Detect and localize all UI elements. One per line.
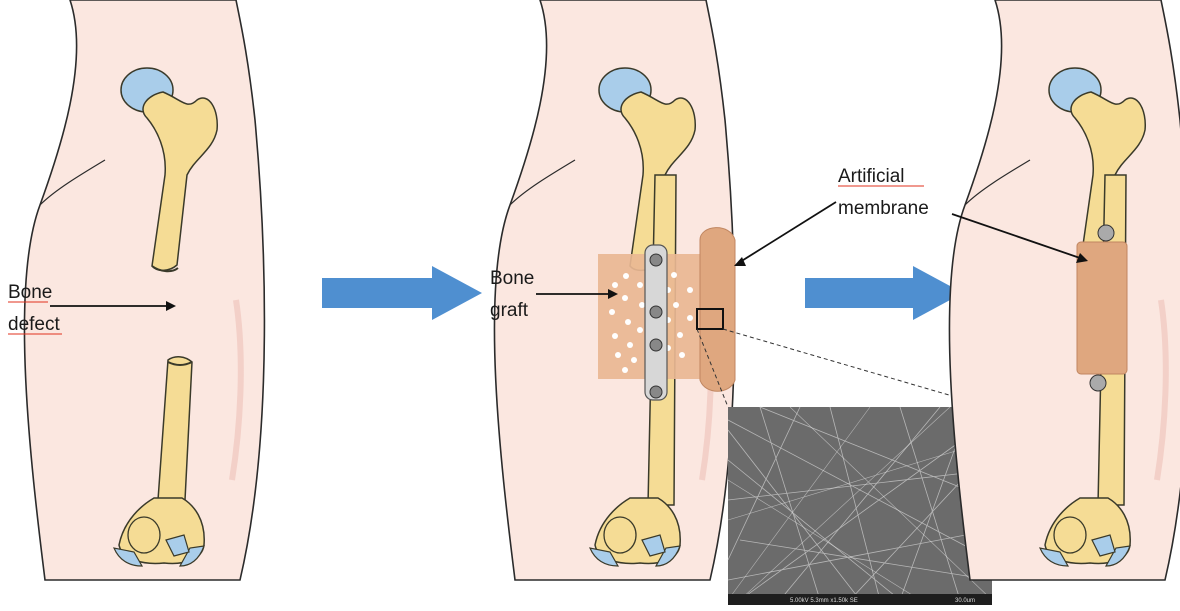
label-bone-defect-line1: Bone <box>8 282 52 303</box>
label-bone-defect-line2: defect <box>8 314 60 335</box>
panel-healed-bone <box>949 0 1180 580</box>
label-bone-graft-line2: graft <box>490 300 529 321</box>
pointer-membrane-panel2 <box>740 202 836 262</box>
sem-caption-scale: 30.0um <box>955 598 975 604</box>
sem-micrograph: 5.00kV 5.3mm x1.50k SE 30.0um <box>728 407 992 605</box>
label-artificial-membrane-line2: membrane <box>838 198 929 219</box>
sem-caption-left: 5.00kV 5.3mm x1.50k SE <box>790 598 858 604</box>
label-artificial-membrane-line1: Artificial <box>838 166 905 187</box>
artificial-membrane-3 <box>1077 242 1127 374</box>
label-bone-graft-line1: Bone <box>490 268 534 289</box>
panel-bone-defect: Bone defect <box>8 0 264 580</box>
process-arrow-1 <box>322 266 482 320</box>
fixation-plate <box>645 245 667 400</box>
process-arrow-2 <box>805 266 963 320</box>
